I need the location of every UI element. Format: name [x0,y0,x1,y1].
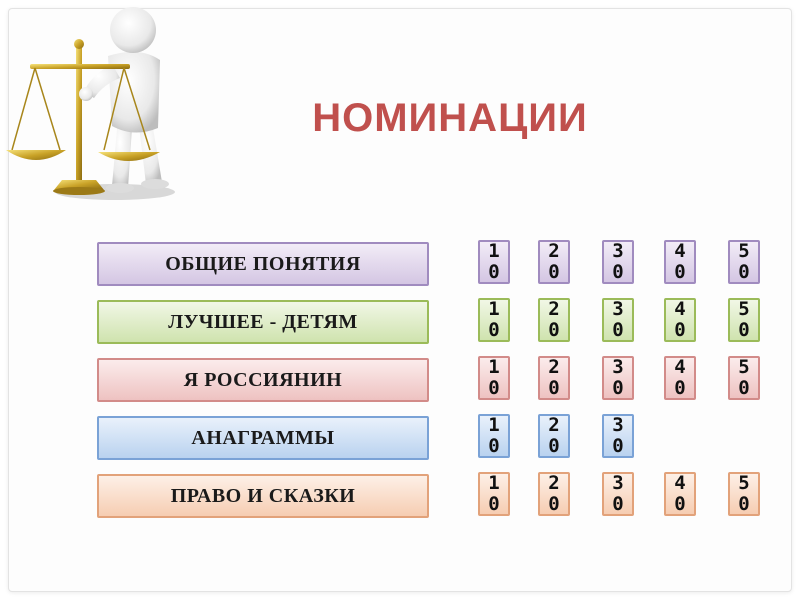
tile-anagrams-10[interactable]: 10 [478,414,510,458]
category-law-and-fairy-tales[interactable]: ПРАВО И СКАЗКИ [97,474,429,518]
tile-value: 30 [612,414,624,457]
tile-value: 10 [488,414,500,457]
tile-value: 40 [674,356,686,399]
tile-value: 30 [612,472,624,515]
tile-value: 50 [738,472,750,515]
tile-value: 30 [612,298,624,341]
tile-general-concepts-40[interactable]: 40 [664,240,696,284]
tile-value: 20 [548,298,560,341]
tile-law-and-fairy-tales-40[interactable]: 40 [664,472,696,516]
tile-general-concepts-20[interactable]: 20 [538,240,570,284]
category-general-concepts[interactable]: ОБЩИЕ ПОНЯТИЯ [97,242,429,286]
tile-value: 50 [738,298,750,341]
tile-value: 50 [738,356,750,399]
tile-i-am-russian-20[interactable]: 20 [538,356,570,400]
tile-best-for-children-40[interactable]: 40 [664,298,696,342]
tile-value: 50 [738,240,750,283]
tile-general-concepts-30[interactable]: 30 [602,240,634,284]
tile-value: 30 [612,240,624,283]
tile-value: 10 [488,356,500,399]
tile-i-am-russian-10[interactable]: 10 [478,356,510,400]
tile-best-for-children-20[interactable]: 20 [538,298,570,342]
category-i-am-russian[interactable]: Я РОССИЯНИН [97,358,429,402]
page-title: НОМИНАЦИИ [312,96,588,140]
tile-i-am-russian-30[interactable]: 30 [602,356,634,400]
tile-value: 10 [488,298,500,341]
tile-anagrams-20[interactable]: 20 [538,414,570,458]
tile-value: 10 [488,472,500,515]
tile-value: 30 [612,356,624,399]
tile-general-concepts-10[interactable]: 10 [478,240,510,284]
tile-best-for-children-10[interactable]: 10 [478,298,510,342]
tile-value: 40 [674,472,686,515]
category-best-for-children[interactable]: ЛУЧШЕЕ - ДЕТЯМ [97,300,429,344]
tile-value: 10 [488,240,500,283]
tile-value: 20 [548,356,560,399]
tile-i-am-russian-40[interactable]: 40 [664,356,696,400]
tile-law-and-fairy-tales-10[interactable]: 10 [478,472,510,516]
tile-best-for-children-50[interactable]: 50 [728,298,760,342]
tile-i-am-russian-50[interactable]: 50 [728,356,760,400]
tile-law-and-fairy-tales-50[interactable]: 50 [728,472,760,516]
tile-law-and-fairy-tales-30[interactable]: 30 [602,472,634,516]
tile-value: 40 [674,298,686,341]
tile-anagrams-30[interactable]: 30 [602,414,634,458]
category-anagrams[interactable]: АНАГРАММЫ [97,416,429,460]
tile-value: 20 [548,240,560,283]
tile-value: 20 [548,472,560,515]
tile-law-and-fairy-tales-20[interactable]: 20 [538,472,570,516]
tile-value: 20 [548,414,560,457]
tile-value: 40 [674,240,686,283]
tile-best-for-children-30[interactable]: 30 [602,298,634,342]
figure-with-scales-icon [6,7,175,200]
tile-general-concepts-50[interactable]: 50 [728,240,760,284]
